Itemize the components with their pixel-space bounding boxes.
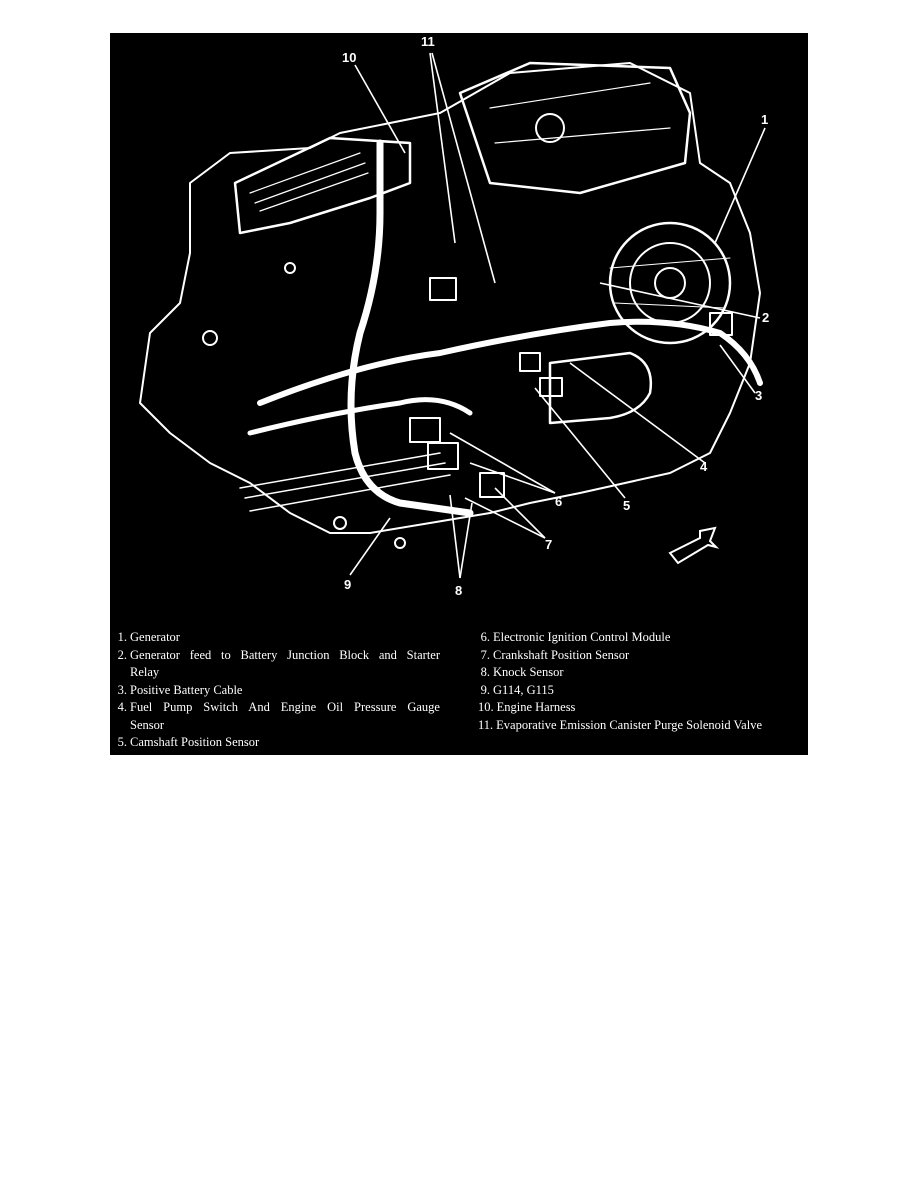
- legend-item: 4. Fuel Pump Switch And Engine Oil Press…: [117, 700, 440, 714]
- legend-item: 11. Evaporative Emission Canister Purge …: [478, 717, 762, 732]
- engine-harness: [347, 139, 474, 517]
- legend-item: 7. Crankshaft Position Sensor: [480, 647, 630, 662]
- direction-arrow-icon: [668, 526, 720, 565]
- legend-item: 5. Camshaft Position Sensor: [117, 735, 260, 749]
- callout-6: 6: [555, 494, 563, 509]
- legend-item: 10. Engine Harness: [478, 700, 576, 714]
- callout-7: 7: [545, 537, 553, 552]
- legend-item: 2. Generator feed to Battery Junction Bl…: [117, 647, 440, 662]
- legend-item: 3. Positive Battery Cable: [117, 682, 243, 697]
- legend-column-left: 1. Generator 2. Generator feed to Batter…: [115, 629, 440, 752]
- callout-8: 8: [455, 583, 463, 598]
- valve-cover: [233, 136, 412, 235]
- legend-item: 1. Generator: [117, 630, 180, 644]
- legend-item: 9. G114, G115: [480, 682, 554, 697]
- callout-1: 1: [761, 112, 769, 127]
- legend-item-continuation: Sensor: [130, 717, 165, 732]
- engine-component-diagram: 10 11 1 2 3 4 5 6 7 8 9 1. Generator 2. …: [110, 33, 808, 755]
- callout-11: 11: [421, 34, 435, 49]
- callout-9: 9: [344, 577, 352, 592]
- engine-line-drawing: [139, 52, 766, 579]
- callout-10: 10: [342, 50, 357, 65]
- engine-block-outline: [139, 62, 761, 534]
- legend-item-continuation: Relay: [130, 665, 160, 679]
- legend: 1. Generator 2. Generator feed to Batter…: [110, 613, 808, 755]
- starter-motor: [548, 351, 653, 425]
- legend-column-right: 6. Electronic Ignition Control Module 7.…: [478, 629, 808, 734]
- valve-cover-right: [458, 61, 692, 195]
- callout-4: 4: [700, 459, 708, 474]
- callout-5: 5: [623, 498, 631, 513]
- callout-2: 2: [762, 310, 770, 325]
- callout-3: 3: [755, 388, 763, 403]
- generator-body: [608, 221, 732, 345]
- legend-item: 6. Electronic Ignition Control Module: [480, 630, 671, 644]
- legend-item: 8. Knock Sensor: [480, 665, 564, 679]
